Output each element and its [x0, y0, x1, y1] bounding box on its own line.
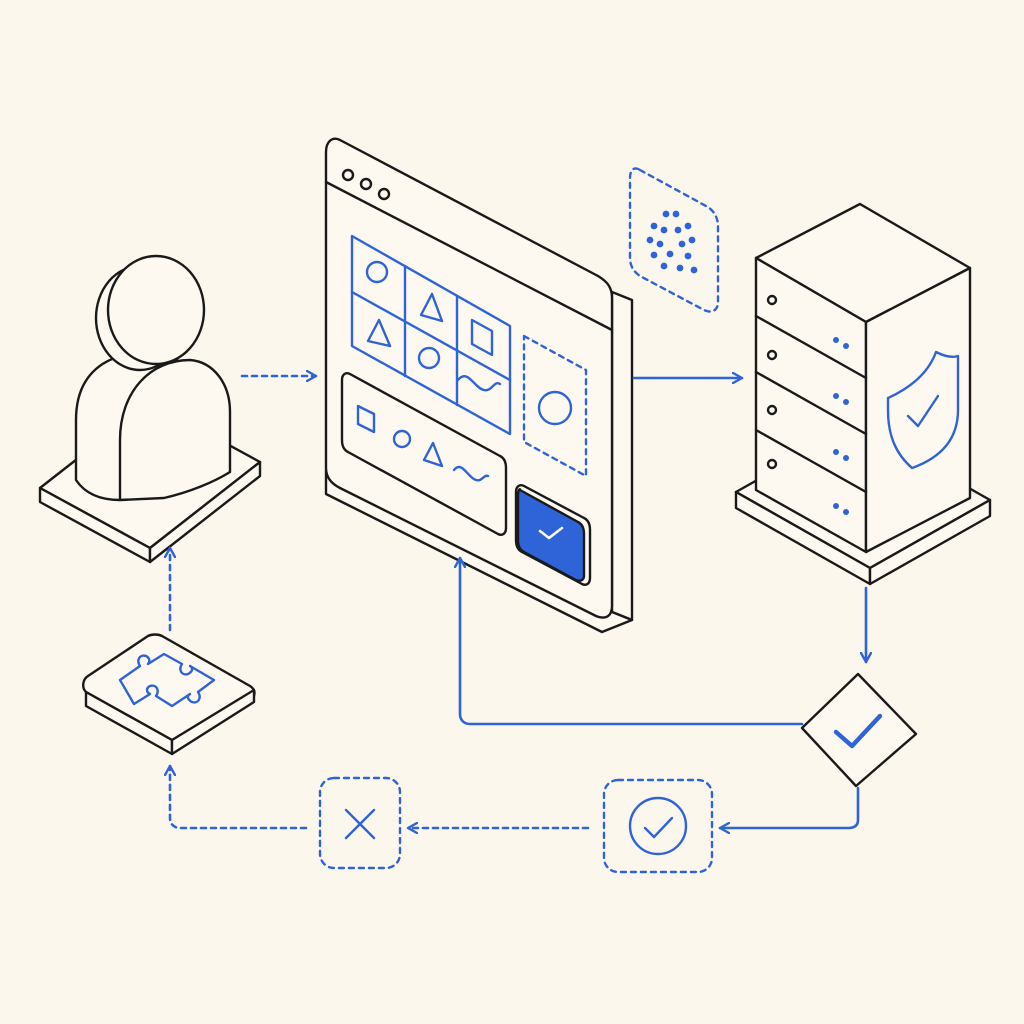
arrow-approve-to-browser	[460, 556, 804, 726]
check-icon	[538, 526, 564, 540]
check-diamond-icon	[800, 672, 918, 788]
check-circle-icon	[602, 778, 714, 874]
captcha-shape-bar	[340, 372, 508, 536]
shield-check-icon	[886, 350, 960, 470]
server-rack-icon	[734, 202, 992, 586]
browser-window-icon	[324, 137, 634, 634]
captcha-target-tile	[522, 334, 588, 478]
captcha-grid	[350, 234, 512, 436]
arrow-approve-to-verified	[718, 786, 860, 828]
verify-submit-button[interactable]	[514, 484, 592, 586]
flow-arrows	[170, 376, 866, 828]
user-icon	[38, 254, 262, 564]
dot-grid-icon	[628, 167, 720, 313]
x-icon	[318, 776, 402, 870]
arrow-rejected-to-puzzle	[170, 764, 308, 830]
puzzle-piece-icon	[82, 633, 256, 756]
